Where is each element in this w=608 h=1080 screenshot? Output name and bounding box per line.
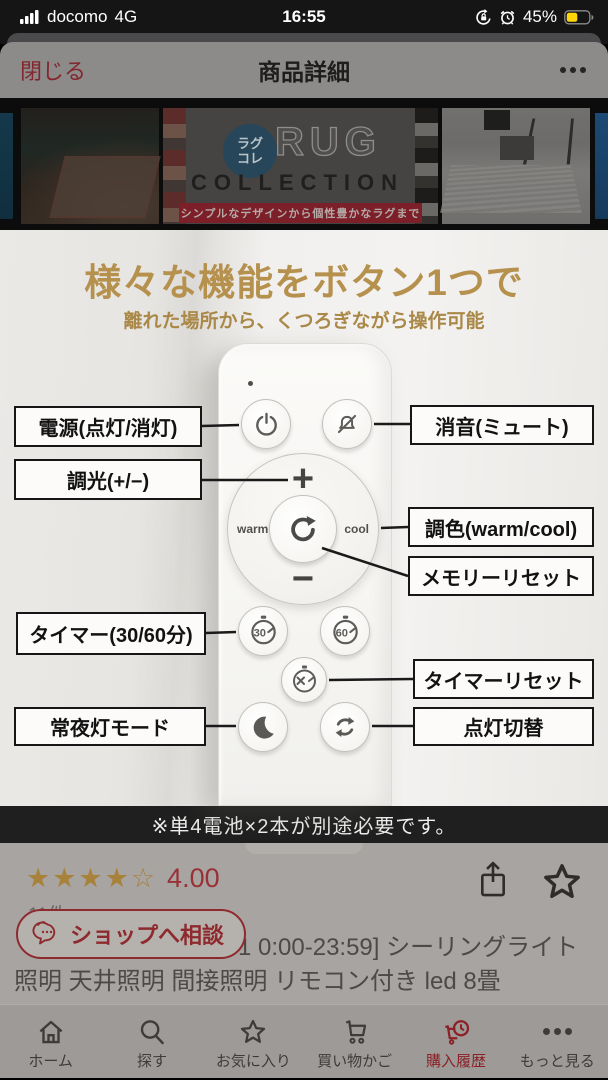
- status-bar: docomo 4G 16:55 45%: [0, 0, 608, 44]
- star-rating-icons: ★★★★☆: [26, 863, 158, 893]
- feature-headline: 様々な機能をボタン1つで: [84, 262, 524, 303]
- banner-collection-word: COLLECTION: [191, 170, 404, 195]
- image-bottom-edge: [245, 843, 363, 854]
- cart-icon: [345, 1019, 366, 1044]
- consult-shop-button[interactable]: ショップへ相談: [16, 909, 247, 959]
- rug-thumbnails-right: [415, 108, 438, 224]
- product-title[interactable]: 1 0:00-23:59] シーリングライト 照明 天井照明 間接照明 リモコン…: [14, 934, 579, 995]
- timer-30-icon: 30: [251, 615, 276, 645]
- banner-ribbon-text: シンプルなデザインから個性豊かなラグまで: [179, 203, 422, 223]
- remote-ir-dot: [248, 381, 253, 386]
- carrier-label: docomo: [47, 7, 108, 26]
- remote-timer-30-button: 30: [238, 606, 288, 656]
- clock: 16:55: [282, 7, 326, 26]
- tab-purchase-history[interactable]: 購入履歴: [405, 1005, 506, 1078]
- moon-icon: [253, 716, 274, 739]
- star-outline-icon: [544, 864, 580, 899]
- bottom-tab-bar: ホーム 探す お気に入り 買い物かご: [0, 1004, 608, 1078]
- network-label: 4G: [114, 7, 138, 26]
- home-icon: [39, 1020, 63, 1043]
- remote-timer-60-button: 60: [320, 606, 370, 656]
- bell-slash-icon: [337, 414, 357, 434]
- tab-more[interactable]: もっと見る: [507, 1005, 608, 1078]
- carousel-banner-rug-collection[interactable]: ラグ コレ RUG COLLECTION シンプルなデザインから個性豊かなラグま…: [163, 108, 438, 224]
- rating-display[interactable]: ★★★★☆ 4.00: [26, 863, 220, 894]
- consult-shop-label: ショップへ相談: [70, 923, 225, 948]
- cycle-arrows-icon: [335, 716, 355, 738]
- battery-percent-label: 45%: [522, 7, 557, 26]
- rotate-arrow-icon: [291, 515, 316, 542]
- carousel-photo-rug-room[interactable]: [21, 108, 161, 224]
- tab-favorites[interactable]: お気に入り: [203, 1005, 304, 1078]
- favorite-button[interactable]: [540, 859, 584, 910]
- rating-value: 4.00: [167, 863, 220, 893]
- product-info-section: ★★★★☆ 4.00 11件 ショップへ相談: [0, 843, 608, 1004]
- label-power: 電源(点灯/消灯): [14, 406, 202, 447]
- modal-stack-hint: [7, 33, 601, 44]
- label-timer: タイマー(30/60分): [16, 612, 206, 655]
- carousel-prev-slide-edge[interactable]: [0, 113, 13, 219]
- signal-strength-icon: [20, 10, 39, 24]
- more-options-button[interactable]: [560, 67, 586, 73]
- label-timer-reset: タイマーリセット: [413, 659, 594, 699]
- label-mute: 消音(ミュート): [410, 405, 594, 445]
- dial-cool-label: cool: [344, 522, 369, 536]
- label-dim: 調光(+/−): [14, 459, 202, 500]
- orientation-lock-icon: [476, 8, 491, 25]
- battery-note-text: ※単4電池×2本が別途必要です。: [151, 816, 457, 838]
- page-title: 商品詳細: [258, 59, 350, 85]
- tab-search[interactable]: 探す: [101, 1005, 202, 1078]
- label-memory-reset: メモリーリセット: [408, 556, 594, 596]
- remote-brightness-dial: + − warm cool: [227, 453, 379, 605]
- svg-text:30: 30: [254, 627, 266, 639]
- tab-home[interactable]: ホーム: [0, 1005, 101, 1078]
- label-light-toggle: 点灯切替: [413, 707, 594, 746]
- dial-minus-label: −: [291, 558, 315, 600]
- carousel-next-slide-edge[interactable]: [595, 113, 608, 219]
- battery-note-bar: ※単4電池×2本が別途必要です。: [0, 806, 608, 843]
- dial-plus-label: +: [291, 458, 315, 500]
- remote-timer-reset-button: [281, 657, 327, 703]
- share-icon: [481, 861, 505, 897]
- remote-light-toggle-button: [320, 702, 370, 752]
- rug-collection-badge: ラグ コレ: [223, 124, 277, 178]
- timer-60-icon: 60: [333, 615, 358, 645]
- product-image-carousel[interactable]: ラグ コレ RUG COLLECTION シンプルなデザインから個性豊かなラグま…: [0, 98, 608, 230]
- star-icon: [241, 1019, 266, 1043]
- chat-bubbles-icon: [32, 921, 56, 945]
- svg-text:60: 60: [336, 627, 348, 639]
- ellipsis-icon: [560, 67, 566, 73]
- power-icon: [255, 412, 277, 436]
- cart-history-icon: [445, 1019, 470, 1045]
- close-button[interactable]: 閉じる: [20, 59, 87, 84]
- battery-icon: [564, 9, 594, 24]
- remote-mute-button: [322, 399, 372, 449]
- search-icon: [140, 1019, 164, 1044]
- feature-subheadline: 離れた場所から、くつろぎながら操作可能: [123, 311, 485, 332]
- rug-thumbnails-left: [163, 108, 186, 224]
- modal-header: 閉じる 商品詳細: [0, 42, 608, 98]
- banner-rug-word: RUG: [274, 119, 382, 164]
- timer-reset-icon: [293, 665, 316, 693]
- remote-power-button: [241, 399, 291, 449]
- carousel-photo-gray-rug[interactable]: [440, 108, 590, 224]
- remote-night-light-button: [238, 702, 288, 752]
- share-button[interactable]: [474, 859, 512, 910]
- remote-color-cycle-button: [269, 495, 337, 563]
- ellipsis-icon: [542, 1017, 572, 1047]
- dial-warm-label: warm: [237, 522, 269, 536]
- tab-cart[interactable]: 買い物かご: [304, 1005, 405, 1078]
- label-color: 調色(warm/cool): [408, 507, 594, 547]
- label-night-mode: 常夜灯モード: [14, 707, 206, 746]
- alarm-icon: [500, 10, 515, 25]
- product-description-image[interactable]: 様々な機能をボタン1つで 離れた場所から、くつろぎながら操作可能 + − war…: [0, 230, 608, 806]
